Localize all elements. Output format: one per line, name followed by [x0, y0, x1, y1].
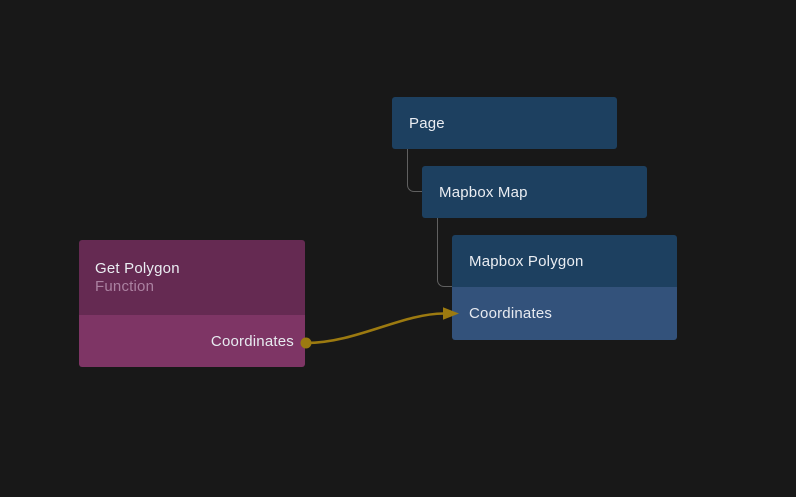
- node-mapbox-map[interactable]: Mapbox Map: [422, 166, 647, 218]
- node-get-polygon-subtitle: Function: [95, 278, 155, 295]
- output-port-coordinates-label: Coordinates: [210, 332, 294, 350]
- node-mapbox-map-title: Mapbox Map: [439, 183, 528, 201]
- node-get-polygon-title-wrap: Get Polygon Function: [79, 240, 305, 315]
- node-mapbox-polygon-header[interactable]: Mapbox Polygon: [452, 235, 677, 287]
- node-get-polygon-header[interactable]: Get Polygon Function: [79, 240, 305, 315]
- node-page-title: Page: [409, 114, 445, 132]
- tree-connector-mapbox-map-to-mapbox-polygon: [437, 218, 453, 287]
- node-mapbox-polygon[interactable]: Mapbox Polygon Coordinates: [452, 235, 677, 340]
- node-mapbox-polygon-title-wrap: Mapbox Polygon: [452, 235, 677, 287]
- output-port-coordinates[interactable]: Coordinates: [79, 315, 305, 367]
- node-mapbox-polygon-title: Mapbox Polygon: [469, 252, 584, 270]
- node-mapbox-map-header: Mapbox Map: [422, 166, 647, 218]
- input-port-coordinates[interactable]: Coordinates: [452, 287, 677, 340]
- node-page[interactable]: Page: [392, 97, 617, 149]
- node-get-polygon[interactable]: Get Polygon Function Coordinates: [79, 240, 305, 367]
- node-page-header: Page: [392, 97, 617, 149]
- connection-wire[interactable]: [304, 312, 446, 345]
- input-port-coordinates-label: Coordinates: [469, 305, 553, 322]
- tree-connector-page-to-mapbox-map: [407, 149, 423, 192]
- node-get-polygon-title: Get Polygon: [95, 260, 180, 277]
